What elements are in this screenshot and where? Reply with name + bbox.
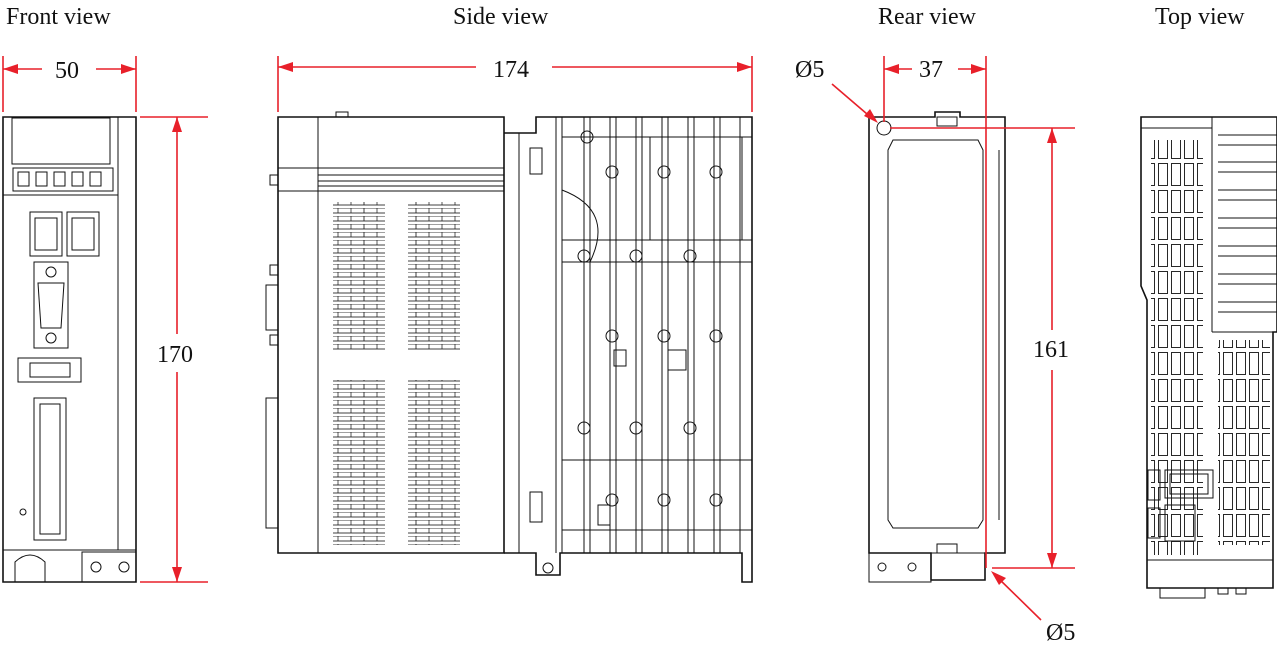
rear-height-label: 161 [1033,337,1069,363]
front-width-label: 50 [55,58,79,84]
heatsink-bosses [577,130,723,507]
top-view-connectors [1147,469,1214,542]
side-depth-dimension [277,56,753,112]
front-view-title: Front view [6,4,111,30]
rear-view-plate [868,111,1006,583]
side-depth-label: 174 [493,57,529,83]
hole-label-bottom: Ø5 [1046,620,1075,646]
top-view-title: Top view [1155,4,1245,30]
top-view-outline [1140,116,1277,599]
hole-leader-top [831,83,878,123]
rear-spacing-dimension [883,56,987,568]
rj45-ports [29,211,100,257]
front-height-label: 170 [157,342,193,368]
hole-label-top: Ø5 [795,57,824,83]
rear-spacing-label: 37 [919,57,943,83]
usb-connector [17,357,82,383]
front-view-outline [2,116,137,583]
front-panel-buttons [12,167,114,192]
side-vent-grille [333,202,460,545]
rear-view-title: Rear view [878,4,977,30]
hole-leader-bottom [991,571,1042,621]
top-view-vent-cells [1151,140,1270,555]
io-terminal-block [19,397,67,541]
front-width-dimension [2,56,137,112]
top-view-fins [1218,134,1277,313]
rear-height-dimension [890,127,1075,569]
db-connector [33,261,69,349]
heatsink-fins [504,116,753,583]
side-view-title: Side view [453,4,549,30]
front-height-dimension [140,116,208,583]
